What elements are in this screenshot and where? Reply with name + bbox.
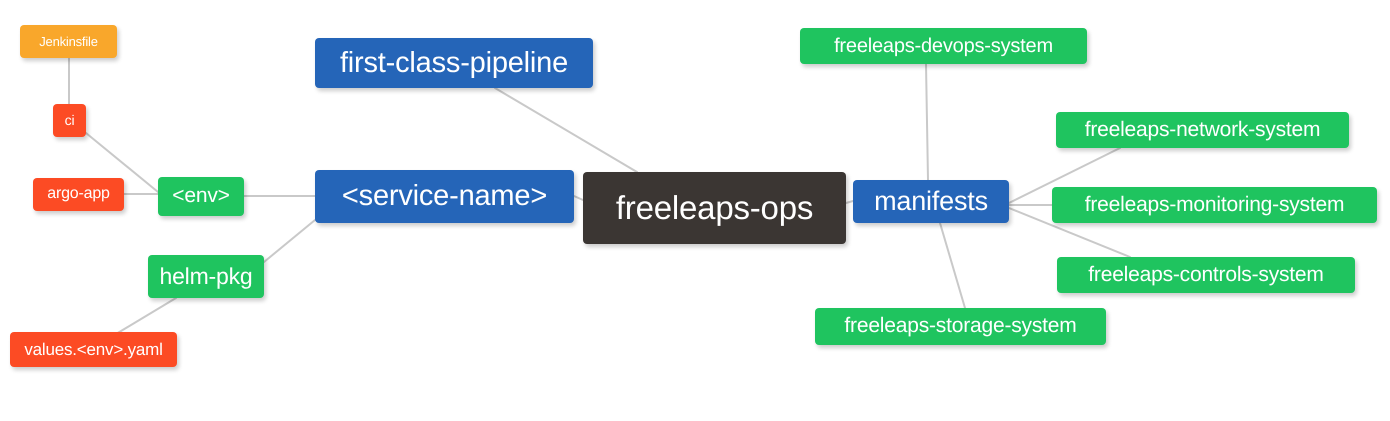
node-label-env: <env> (172, 184, 230, 208)
node-jenkinsfile[interactable]: Jenkinsfile (20, 25, 117, 58)
node-label-freeleaps-storage-system: freeleaps-storage-system (844, 314, 1077, 338)
edge-helm-pkg-to-values-env-yaml (115, 297, 177, 335)
node-label-freeleaps-devops-system: freeleaps-devops-system (834, 34, 1053, 57)
node-ci[interactable]: ci (53, 104, 86, 137)
node-freeleaps-ops[interactable]: freeleaps-ops (583, 172, 846, 244)
edge-manifests-to-freeleaps-storage-system (939, 222, 966, 309)
node-label-freeleaps-monitoring-system: freeleaps-monitoring-system (1084, 192, 1345, 216)
node-manifests[interactable]: manifests (853, 180, 1009, 223)
node-values-env-yaml[interactable]: values.<env>.yaml (10, 332, 177, 367)
node-freeleaps-devops-system[interactable]: freeleaps-devops-system (800, 28, 1087, 64)
node-label-manifests: manifests (874, 186, 988, 217)
node-service-name[interactable]: <service-name> (315, 170, 574, 223)
edge-manifests-to-freeleaps-devops-system (925, 63, 929, 181)
node-label-freeleaps-ops: freeleaps-ops (615, 188, 814, 226)
edge-freeleaps-ops-to-manifests (845, 200, 854, 204)
node-label-service-name: <service-name> (341, 180, 548, 213)
node-argo-app[interactable]: argo-app (33, 178, 124, 211)
node-label-values-env-yaml: values.<env>.yaml (24, 339, 163, 359)
node-freeleaps-controls-system[interactable]: freeleaps-controls-system (1057, 257, 1355, 293)
edge-service-name-to-freeleaps-ops (573, 195, 584, 201)
node-first-class-pipeline[interactable]: first-class-pipeline (315, 38, 593, 88)
node-label-freeleaps-network-system: freeleaps-network-system (1084, 117, 1321, 141)
node-freeleaps-network-system[interactable]: freeleaps-network-system (1056, 112, 1349, 148)
edge-service-name-to-helm-pkg (263, 219, 316, 263)
node-freeleaps-monitoring-system[interactable]: freeleaps-monitoring-system (1052, 187, 1377, 223)
edge-first-class-pipeline-to-freeleaps-ops (494, 87, 638, 173)
node-env[interactable]: <env> (158, 177, 244, 216)
node-label-ci: ci (64, 112, 75, 129)
node-label-freeleaps-controls-system: freeleaps-controls-system (1088, 262, 1324, 286)
node-freeleaps-storage-system[interactable]: freeleaps-storage-system (815, 308, 1106, 345)
node-label-helm-pkg: helm-pkg (159, 263, 253, 290)
node-label-first-class-pipeline: first-class-pipeline (339, 46, 569, 79)
node-helm-pkg[interactable]: helm-pkg (148, 255, 264, 298)
node-label-jenkinsfile: Jenkinsfile (39, 33, 98, 49)
node-label-argo-app: argo-app (47, 185, 110, 203)
